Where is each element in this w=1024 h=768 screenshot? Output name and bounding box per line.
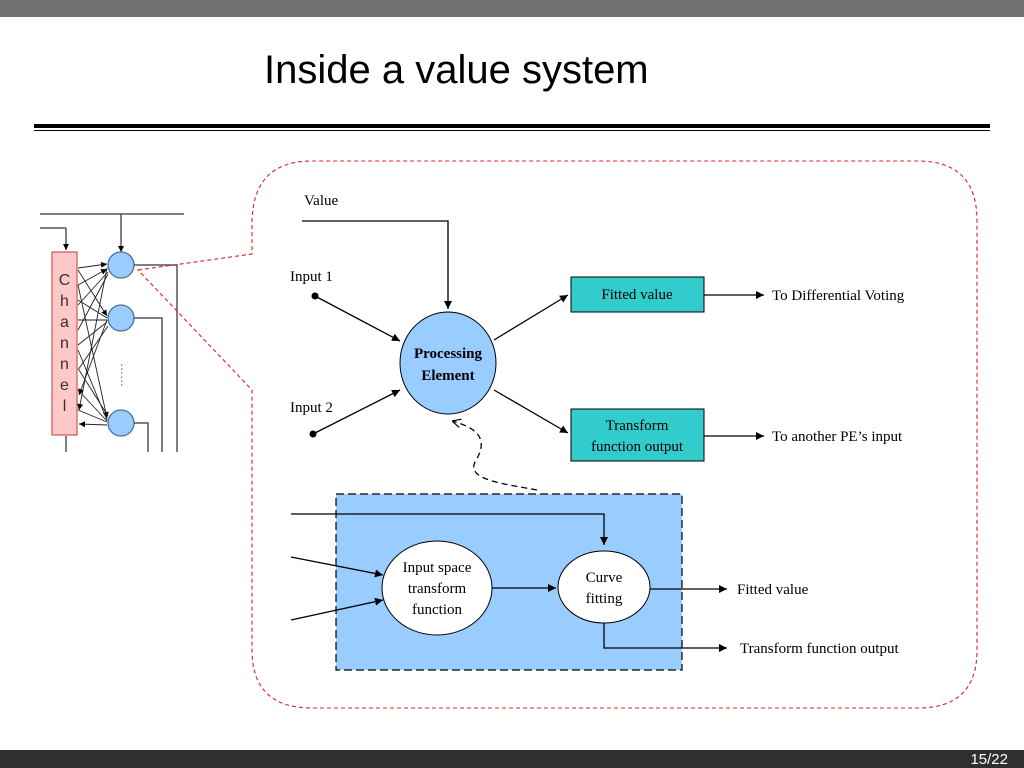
channel-letter: n [60, 335, 69, 352]
top-bar [0, 0, 1024, 17]
cf-line2: fitting [586, 591, 623, 607]
network-diagram: C h a n n e l [40, 213, 184, 452]
ist-line3: function [412, 602, 462, 618]
channel-letter: l [63, 398, 67, 415]
detail-link [452, 421, 538, 491]
curve-fitting [557, 550, 651, 624]
bottom-bar: 15/22 [0, 750, 1024, 768]
slide-title: Inside a value system [264, 48, 649, 92]
title-rule [34, 124, 990, 128]
node-ellipsis: …… [118, 363, 132, 387]
pe-label-line1: Processing [414, 346, 483, 362]
fitted-value-box-label: Fitted value [601, 287, 673, 303]
channel-box [51, 251, 78, 436]
network-connections [77, 261, 109, 428]
channel-letter: C [59, 272, 71, 289]
channel-letter: n [60, 356, 69, 373]
input2-label: Input 2 [290, 400, 333, 416]
channel-label: C h a n n e l [59, 272, 71, 415]
value-label: Value [304, 193, 338, 209]
pe-detail: Input space transform function Curve fit… [290, 493, 899, 671]
to-another-pe-input: To another PE’s input [772, 429, 903, 445]
channel-letter: e [60, 377, 69, 394]
cf-line1: Curve [586, 570, 623, 586]
input1-label: Input 1 [290, 269, 333, 285]
network-node [107, 409, 135, 437]
to-differential-voting: To Differential Voting [772, 288, 905, 304]
title-rule-thin [34, 130, 990, 131]
fitted-value-box [570, 276, 705, 313]
processing-element [399, 311, 497, 415]
pe-label-line2: Element [421, 368, 474, 384]
transform-box-line1: Transform [606, 418, 669, 434]
detail-fitted-value: Fitted value [737, 582, 809, 598]
page-number: 15/22 [970, 751, 1008, 768]
ist-line1: Input space [403, 560, 472, 576]
network-node [107, 251, 135, 279]
callout-outline [136, 160, 978, 709]
channel-letter: a [60, 314, 69, 331]
pe-diagram: Value Input 1 Input 2 Processing Element… [290, 193, 905, 491]
transform-output-box [570, 408, 705, 462]
channel-letter: h [60, 293, 69, 310]
detail-transform-output: Transform function output [740, 641, 899, 657]
ist-line2: transform [408, 581, 467, 597]
network-node [107, 304, 135, 332]
transform-box-line2: function output [591, 439, 684, 455]
